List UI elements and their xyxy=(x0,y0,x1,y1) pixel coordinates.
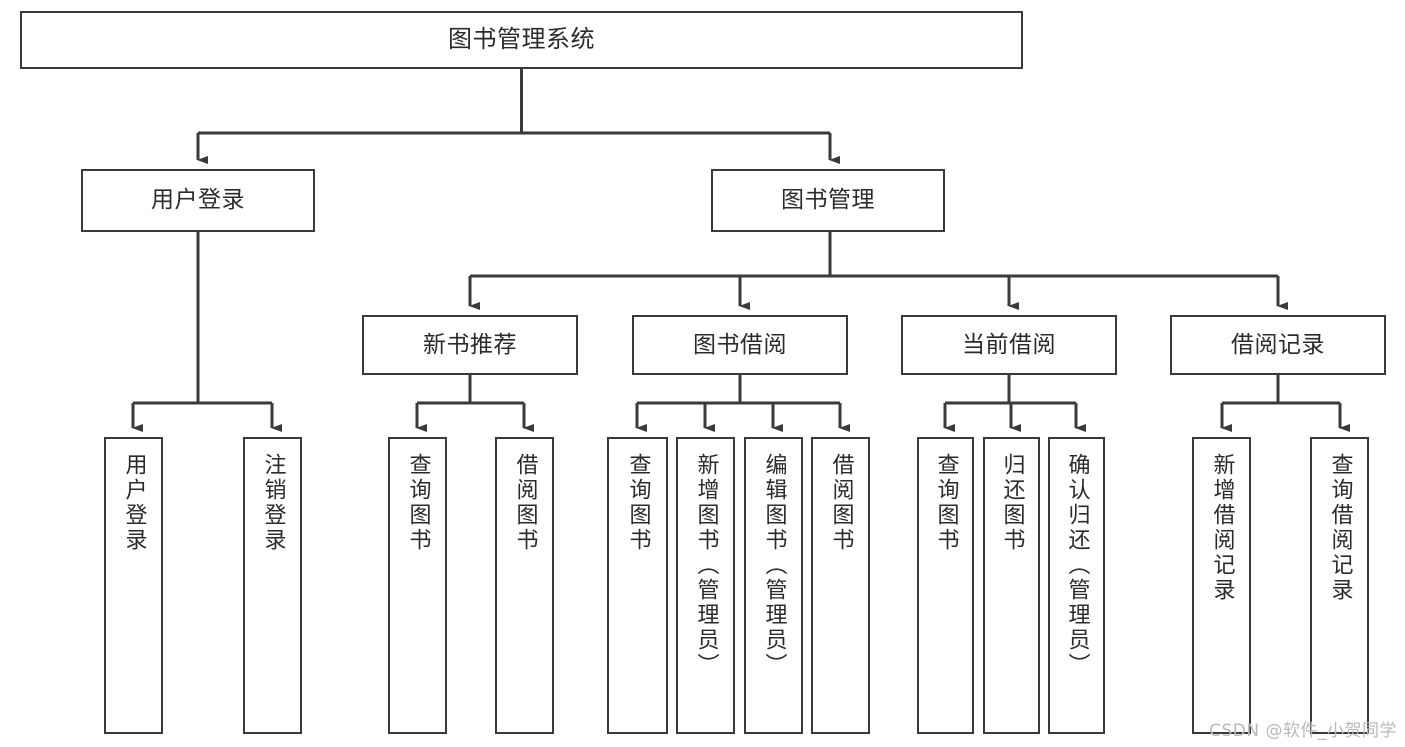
node-label: 图书借阅 xyxy=(693,331,787,358)
node-root-system[interactable]: 图书管理系统 xyxy=(20,11,1023,69)
node-label: 查询借阅记录 xyxy=(1327,453,1353,603)
node-new-book-recommend[interactable]: 新书推荐 xyxy=(362,315,578,375)
node-label: 图书管理 xyxy=(781,187,875,214)
leaf-query-book-borrow[interactable]: 查询图书 xyxy=(607,437,668,734)
node-label: 用户登录 xyxy=(151,187,245,214)
node-label: 新增图书（管理员） xyxy=(693,453,719,678)
leaf-borrow-book-recommend[interactable]: 借阅图书 xyxy=(495,437,554,734)
leaf-query-book-recommend[interactable]: 查询图书 xyxy=(388,437,447,734)
node-label: 新书推荐 xyxy=(423,331,517,358)
node-label: 图书管理系统 xyxy=(448,25,595,54)
leaf-query-borrow-record[interactable]: 查询借阅记录 xyxy=(1310,437,1369,734)
node-current-borrow[interactable]: 当前借阅 xyxy=(901,315,1117,375)
node-label: 借阅图书 xyxy=(828,453,854,553)
node-label: 查询图书 xyxy=(933,453,959,553)
node-borrow-record[interactable]: 借阅记录 xyxy=(1170,315,1386,375)
node-label: 编辑图书（管理员） xyxy=(761,453,787,678)
node-label: 借阅记录 xyxy=(1231,331,1325,358)
leaf-return-book[interactable]: 归还图书 xyxy=(983,437,1040,734)
leaf-borrow-book[interactable]: 借阅图书 xyxy=(811,437,870,734)
node-label: 当前借阅 xyxy=(962,331,1056,358)
node-label: 用户登录 xyxy=(121,453,147,553)
node-label: 归还图书 xyxy=(999,453,1025,553)
node-label: 注销登录 xyxy=(260,453,286,553)
leaf-query-book-current[interactable]: 查询图书 xyxy=(917,437,974,734)
node-book-manage[interactable]: 图书管理 xyxy=(711,169,945,232)
node-label: 查询图书 xyxy=(625,453,651,553)
leaf-add-book[interactable]: 新增图书（管理员） xyxy=(676,437,735,734)
leaf-logout-login[interactable]: 注销登录 xyxy=(243,437,302,734)
node-label: 确认归还（管理员） xyxy=(1064,453,1090,678)
leaf-add-borrow-record[interactable]: 新增借阅记录 xyxy=(1192,437,1251,734)
node-label: 查询图书 xyxy=(405,453,431,553)
leaf-user-login[interactable]: 用户登录 xyxy=(104,437,163,734)
node-user-login[interactable]: 用户登录 xyxy=(81,169,315,232)
node-book-borrow[interactable]: 图书借阅 xyxy=(632,315,848,375)
leaf-confirm-return[interactable]: 确认归还（管理员） xyxy=(1048,437,1105,734)
node-label: 新增借阅记录 xyxy=(1209,453,1235,603)
csdn-watermark: CSDN @软件_小贺同学 xyxy=(1209,721,1397,741)
leaf-edit-book[interactable]: 编辑图书（管理员） xyxy=(744,437,803,734)
node-label: 借阅图书 xyxy=(512,453,538,553)
